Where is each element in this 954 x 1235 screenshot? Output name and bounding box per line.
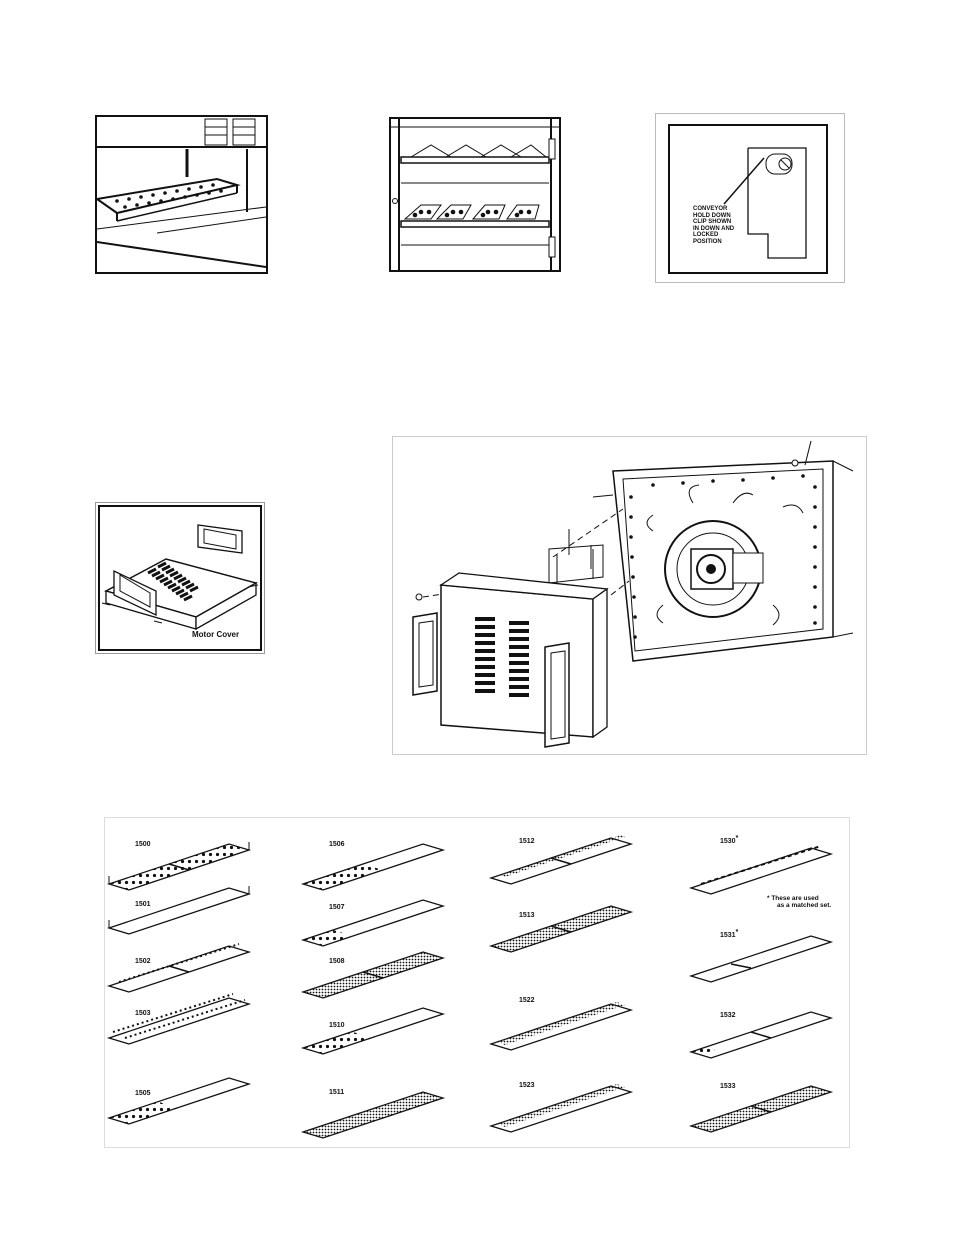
label-1506: 1506 xyxy=(329,841,345,848)
conveyor-1502 xyxy=(109,944,249,992)
conveyor-1508 xyxy=(303,952,443,998)
conveyor-1523 xyxy=(491,1084,631,1132)
conveyor-1511 xyxy=(303,1092,443,1138)
conveyor-1531 xyxy=(691,936,831,982)
label-1502: 1502 xyxy=(135,958,151,965)
label-1531-number: 1531 xyxy=(720,932,736,939)
label-1500: 1500 xyxy=(135,841,151,848)
conveyor-1503 xyxy=(109,994,249,1044)
matched-set-star-1531: * xyxy=(736,929,739,936)
label-1513: 1513 xyxy=(519,912,535,919)
label-1531: 1531* xyxy=(720,932,738,939)
label-1508: 1508 xyxy=(329,958,345,965)
note-line-2: as a matched set. xyxy=(767,902,847,909)
conveyor-1533 xyxy=(691,1086,831,1132)
label-1507: 1507 xyxy=(329,904,345,911)
label-1505: 1505 xyxy=(135,1090,151,1097)
conveyor-1510 xyxy=(303,1008,443,1054)
clip-callout: CONVEYOR HOLD DOWN CLIP SHOWN IN DOWN AN… xyxy=(693,206,773,245)
label-1523: 1523 xyxy=(519,1082,535,1089)
conveyor-1506 xyxy=(303,844,443,890)
label-1522: 1522 xyxy=(519,997,535,1004)
label-1512: 1512 xyxy=(519,838,535,845)
label-1533: 1533 xyxy=(720,1083,736,1090)
label-1501: 1501 xyxy=(135,901,151,908)
label-1511: 1511 xyxy=(329,1089,344,1096)
cabinet-shelves-illustration xyxy=(389,117,561,272)
matched-set-star-1530: * xyxy=(736,835,739,842)
conveyor-1522 xyxy=(491,1002,631,1050)
conveyor-1532 xyxy=(691,1012,831,1058)
label-1510: 1510 xyxy=(329,1022,345,1029)
conveyor-catalog: 1500 1501 1502 1503 1505 1506 1507 1508 … xyxy=(104,817,850,1148)
conveyor-1530 xyxy=(691,846,831,894)
conveyor-1512 xyxy=(491,835,631,884)
conveyor-1501 xyxy=(109,886,249,934)
callout-line-6: POSITION xyxy=(693,239,773,246)
motor-cover-figure: Motor Cover xyxy=(95,502,265,654)
motor-cover-caption: Motor Cover xyxy=(192,630,239,639)
matched-set-note: * These are used as a matched set. xyxy=(767,895,847,909)
conveyor-1513 xyxy=(491,906,631,952)
label-1530-number: 1530 xyxy=(720,838,736,845)
label-1532: 1532 xyxy=(720,1012,736,1019)
label-1503: 1503 xyxy=(135,1010,151,1017)
oven-shelf-illustration xyxy=(95,115,268,274)
conveyor-1505 xyxy=(109,1078,249,1124)
note-line-1: * These are used xyxy=(767,895,847,902)
label-1530: 1530* xyxy=(720,838,738,845)
conveyor-clip-figure: CONVEYOR HOLD DOWN CLIP SHOWN IN DOWN AN… xyxy=(655,113,845,283)
conveyor-1507 xyxy=(303,900,443,946)
conveyor-1500 xyxy=(109,842,249,890)
motor-cover-exploded-view xyxy=(392,436,867,755)
